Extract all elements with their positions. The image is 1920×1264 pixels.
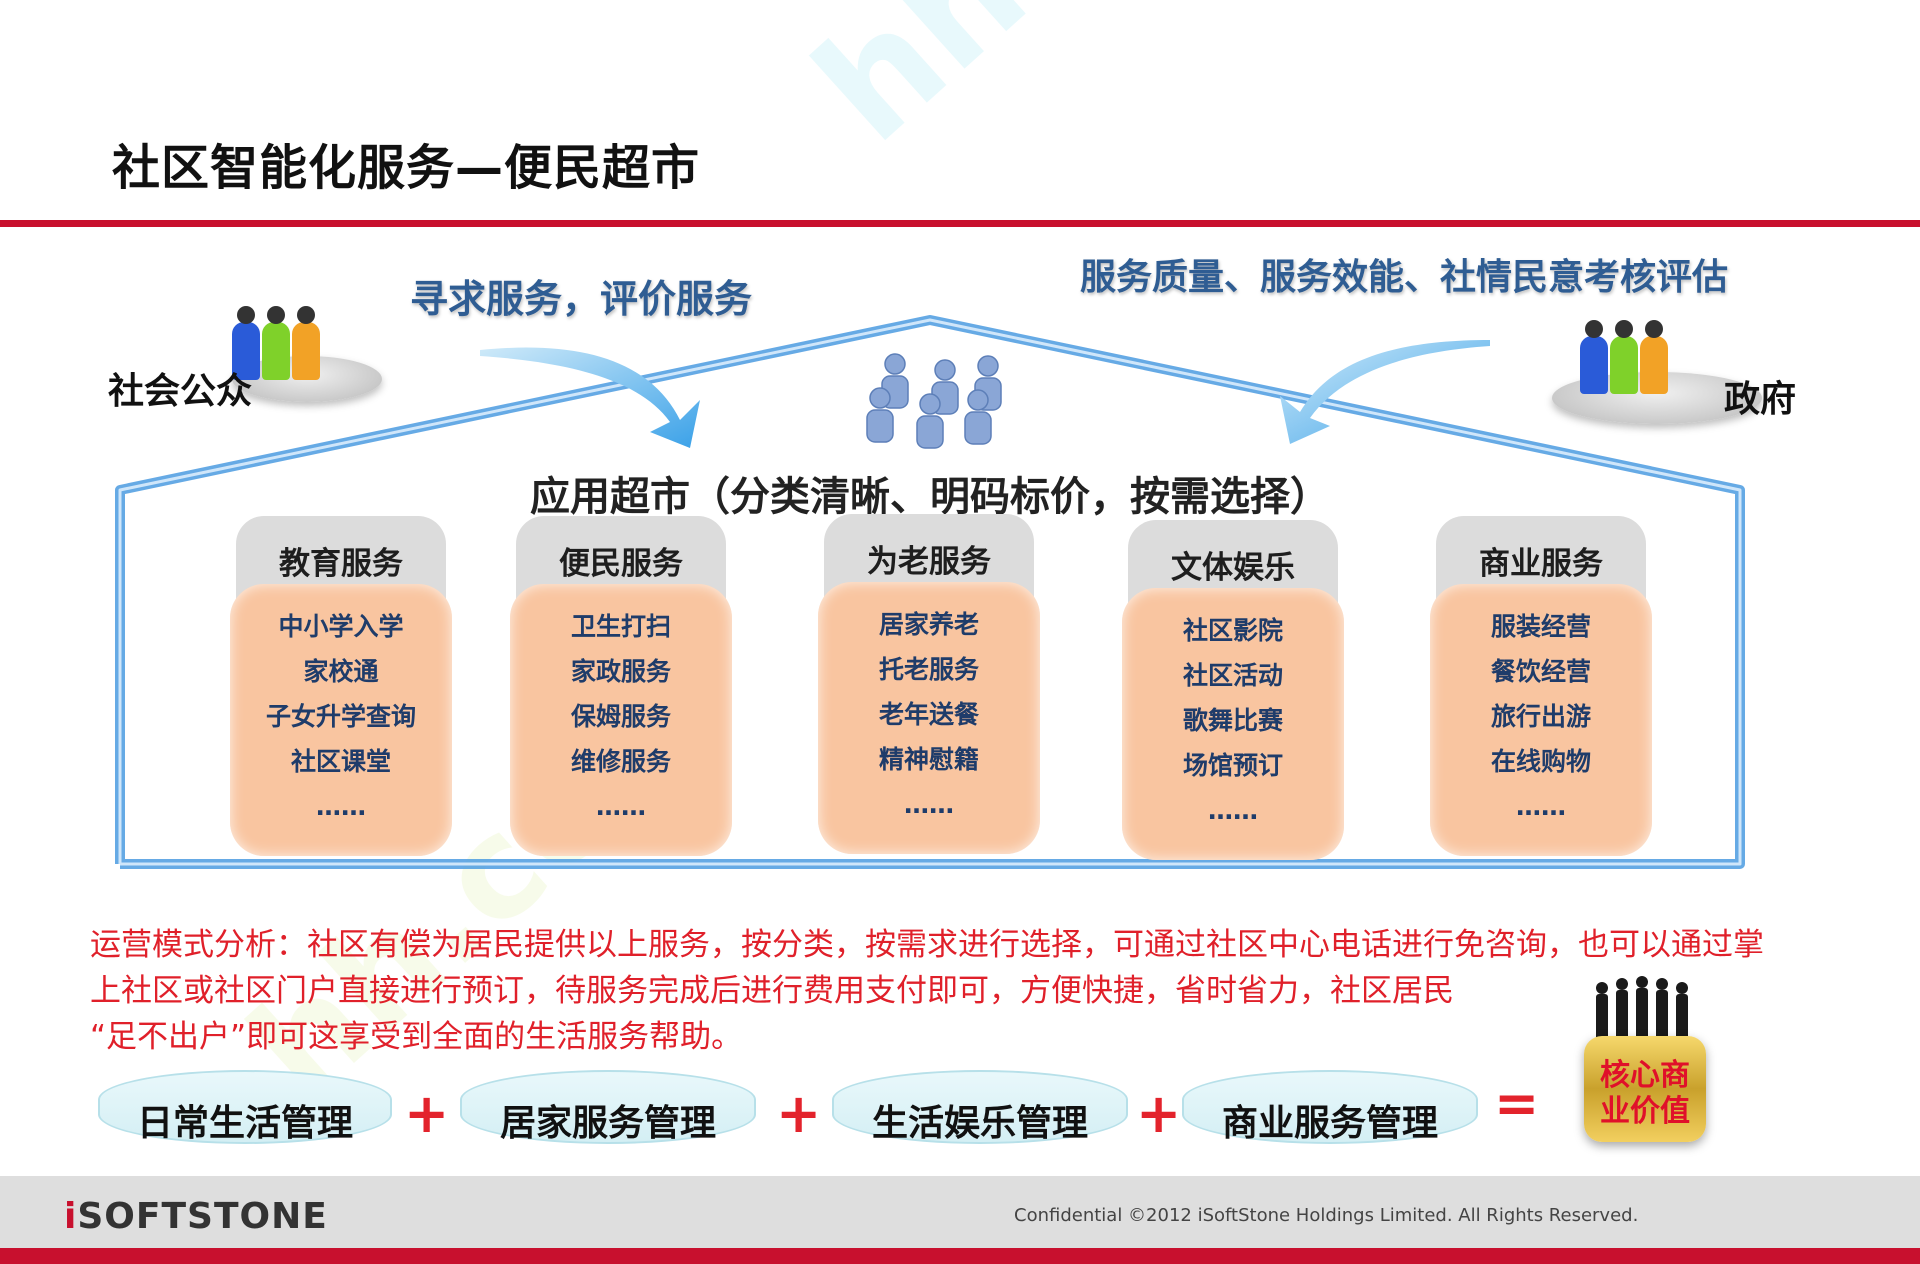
- column-item: 社区课堂: [290, 747, 391, 776]
- staff-group-icon: [866, 353, 1002, 449]
- formula-term: 日常生活管理: [98, 1070, 392, 1144]
- column-item: 场馆预订: [1182, 751, 1283, 780]
- footer-accent: [0, 1248, 1920, 1264]
- formula-term: 商业服务管理: [1182, 1070, 1478, 1144]
- column-item: 餐饮经营: [1490, 657, 1591, 686]
- public-label: 社会公众: [108, 371, 253, 412]
- service-column: 文体娱乐 社区影院 社区活动 歌舞比赛 场馆预订 ……: [1122, 520, 1344, 860]
- paragraph-line: “足不出户”即可这享受到全面的生活服务帮助。: [90, 1019, 743, 1055]
- column-title: 便民服务: [559, 546, 683, 582]
- column-item: 维修服务: [570, 747, 671, 776]
- coin-stack-icon: [1584, 1036, 1706, 1142]
- left-caption: 寻求服务，评价服务: [410, 277, 753, 321]
- column-item: 家政服务: [570, 657, 671, 686]
- service-column: 商业服务 服装经营 餐饮经营 旅行出游 在线购物 ……: [1430, 516, 1652, 856]
- plus-icon: +: [404, 1082, 450, 1145]
- column-item: 居家养老: [878, 610, 979, 639]
- column-title: 为老服务: [867, 544, 991, 580]
- column-item: 社区活动: [1182, 661, 1283, 690]
- formula-term-label: 生活娱乐管理: [871, 1103, 1088, 1144]
- column-title: 文体娱乐: [1171, 550, 1295, 586]
- core-value-line: 业价值: [1600, 1094, 1690, 1129]
- service-column: 为老服务 居家养老 托老服务 老年送餐 精神慰籍 ……: [818, 514, 1040, 854]
- column-title: 教育服务: [279, 546, 403, 582]
- column-item: 保姆服务: [570, 702, 671, 731]
- column-item: 子女升学查询: [265, 702, 416, 731]
- company-logo: iSOFTSTONE: [64, 1196, 328, 1237]
- paragraph-line: 运营模式分析：社区有偿为居民提供以上服务，按分类，按需求进行选择，可通过社区中心…: [90, 927, 1764, 963]
- footer-bar: [0, 1176, 1920, 1248]
- column-item: ……: [1208, 796, 1258, 825]
- column-item: 中小学入学: [278, 612, 404, 641]
- service-column: 教育服务 中小学入学 家校通 子女升学查询 社区课堂 ……: [230, 516, 452, 856]
- business-people-icon: [1596, 976, 1688, 1040]
- arrow-left-icon: [1280, 340, 1490, 444]
- public-people-icon: [232, 306, 320, 380]
- title-divider: [0, 220, 1920, 227]
- category-title: 应用超市（分类清晰、明码标价，按需选择）: [530, 474, 1330, 520]
- paragraph-line: 上社区或社区门户直接进行预订，待服务完成后进行费用支付即可，方便快捷，省时省力，…: [90, 973, 1454, 1009]
- column-item: 卫生打扫: [570, 612, 671, 641]
- watermark: hhe.com 河姆渡: [760, 0, 1814, 181]
- column-item: ……: [316, 792, 366, 821]
- formula-term-label: 居家服务管理: [499, 1103, 716, 1144]
- page-title: 社区智能化服务—便民超市: [112, 140, 701, 196]
- column-item: 服装经营: [1490, 612, 1591, 641]
- formula-term-label: 商业服务管理: [1221, 1103, 1438, 1144]
- formula-term: 生活娱乐管理: [832, 1070, 1128, 1144]
- house-outline-icon: [115, 315, 1745, 869]
- service-column: 便民服务 卫生打扫 家政服务 保姆服务 维修服务 ……: [510, 516, 732, 856]
- column-item: ……: [596, 792, 646, 821]
- column-item: 托老服务: [878, 655, 979, 684]
- arrow-right-icon: [480, 347, 700, 448]
- column-item: 歌舞比赛: [1182, 706, 1283, 735]
- column-item: 旅行出游: [1490, 702, 1591, 731]
- formula-term-label: 日常生活管理: [136, 1103, 353, 1144]
- plus-icon: +: [776, 1082, 822, 1145]
- equals-icon: =: [1494, 1072, 1540, 1135]
- column-title: 商业服务: [1479, 546, 1603, 582]
- logo-text: SOFTSTONE: [77, 1196, 328, 1237]
- operation-model-text: 运营模式分析：社区有偿为居民提供以上服务，按分类，按需求进行选择，可通过社区中心…: [90, 922, 1850, 1060]
- government-people-icon: [1580, 320, 1668, 394]
- plus-icon: +: [1136, 1082, 1182, 1145]
- logo-mark: i: [64, 1196, 78, 1237]
- column-item: ……: [1516, 792, 1566, 821]
- copyright-text: Confidential ©2012 iSoftStone Holdings L…: [1014, 1205, 1639, 1226]
- column-item: 社区影院: [1182, 616, 1283, 645]
- right-caption: 服务质量、服务效能、社情民意考核评估: [1080, 257, 1729, 298]
- core-value-label: 核心商 业价值: [1584, 1058, 1706, 1130]
- column-item: ……: [904, 790, 954, 819]
- column-item: 老年送餐: [878, 700, 979, 729]
- column-item: 家校通: [303, 657, 379, 686]
- government-label: 政府: [1724, 379, 1797, 420]
- column-item: 精神慰籍: [878, 745, 979, 774]
- core-value-line: 核心商: [1600, 1058, 1690, 1093]
- column-item: 在线购物: [1490, 747, 1591, 776]
- formula-term: 居家服务管理: [460, 1070, 756, 1144]
